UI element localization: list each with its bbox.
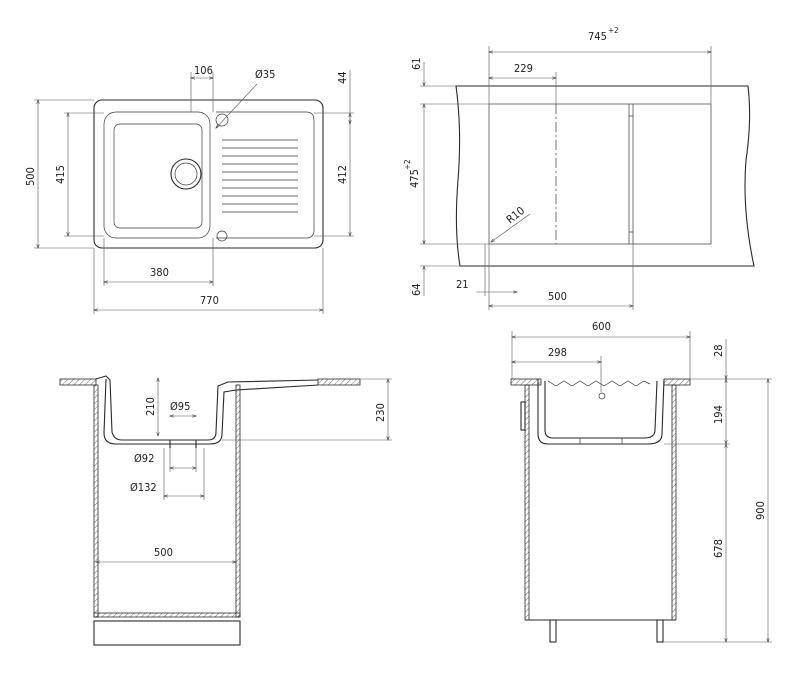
dim-230-label: 230 <box>374 403 387 422</box>
side-countertop-left <box>510 378 542 386</box>
side-cabinet-right <box>671 384 677 621</box>
countertop-left <box>59 378 97 386</box>
bowl-outline <box>103 111 211 239</box>
dim-500-label: 500 <box>548 290 567 303</box>
cabinet-left-wall <box>93 384 99 618</box>
tap-hole <box>215 113 229 127</box>
dim-44-label: 44 <box>336 71 349 84</box>
top-view: 106 Ø35 44 500 415 412 380 770 <box>24 64 354 314</box>
countertop-right <box>317 378 361 386</box>
dim-412-label: 412 <box>336 165 349 184</box>
bowl-inner <box>113 123 203 229</box>
side-section: 600 298 28 194 678 900 <box>510 320 772 643</box>
dim-64-label: 64 <box>410 283 423 296</box>
dim-475-label: 475 <box>408 169 421 188</box>
cutout-view: 745 +2 229 61 475 +2 R10 64 21 500 <box>403 26 755 310</box>
dim-d132-label: Ø132 <box>130 481 157 494</box>
dim-500-label: 500 <box>154 546 173 559</box>
side-countertop-right <box>663 378 691 386</box>
dim-900-label: 900 <box>754 501 767 520</box>
dim-r10-label: R10 <box>504 204 527 226</box>
dim-229-label: 229 <box>514 62 533 75</box>
dim-770-label: 770 <box>200 294 219 307</box>
side-sink-outer <box>537 378 665 445</box>
leg-left <box>549 619 557 643</box>
drain-outer <box>170 158 202 190</box>
dim-106-label: 106 <box>194 64 213 77</box>
dim-210-label: 210 <box>144 397 157 416</box>
side-cabinet-door <box>520 401 526 431</box>
dim-298-label: 298 <box>548 346 567 359</box>
dim-415-label: 415 <box>54 165 67 184</box>
side-sink-inner <box>544 380 658 439</box>
countertop-outline <box>455 85 755 267</box>
drainboard-ribs <box>222 139 298 213</box>
side-cabinet-left <box>524 384 530 621</box>
drainboard-outline <box>216 111 315 239</box>
dim-d35-label: Ø35 <box>255 68 275 81</box>
front-section: 210 Ø95 230 Ø92 Ø132 500 <box>59 375 392 646</box>
dim-745-label: 745 <box>588 30 607 43</box>
dim-500-label: 500 <box>24 167 37 186</box>
dim-745-tol-label: +2 <box>608 26 619 35</box>
cutout-rect <box>488 103 712 245</box>
cabinet-plinth <box>93 620 241 646</box>
dim-380-label: 380 <box>150 266 169 279</box>
dim-28-label: 28 <box>712 344 725 357</box>
sink-outline <box>93 99 324 249</box>
sink-section-profile <box>95 375 319 441</box>
overflow-hole <box>216 230 228 242</box>
dim-194-label: 194 <box>712 405 725 424</box>
cabinet-bottom <box>93 612 241 618</box>
dim-600-label: 600 <box>592 320 611 333</box>
overflow-circle <box>598 392 606 400</box>
cabinet-right-wall <box>235 384 241 618</box>
dim-d95-label: Ø95 <box>170 400 190 413</box>
dim-61-label: 61 <box>410 57 423 70</box>
side-sink-ribs <box>547 380 651 387</box>
dim-21-label: 21 <box>456 278 469 291</box>
dim-678-label: 678 <box>712 539 725 558</box>
dim-475-tol-label: +2 <box>403 159 412 170</box>
drain-inner <box>174 162 198 186</box>
leg-right <box>656 619 664 643</box>
dim-d92-label: Ø92 <box>134 452 154 465</box>
sink-section-wall <box>103 378 319 445</box>
